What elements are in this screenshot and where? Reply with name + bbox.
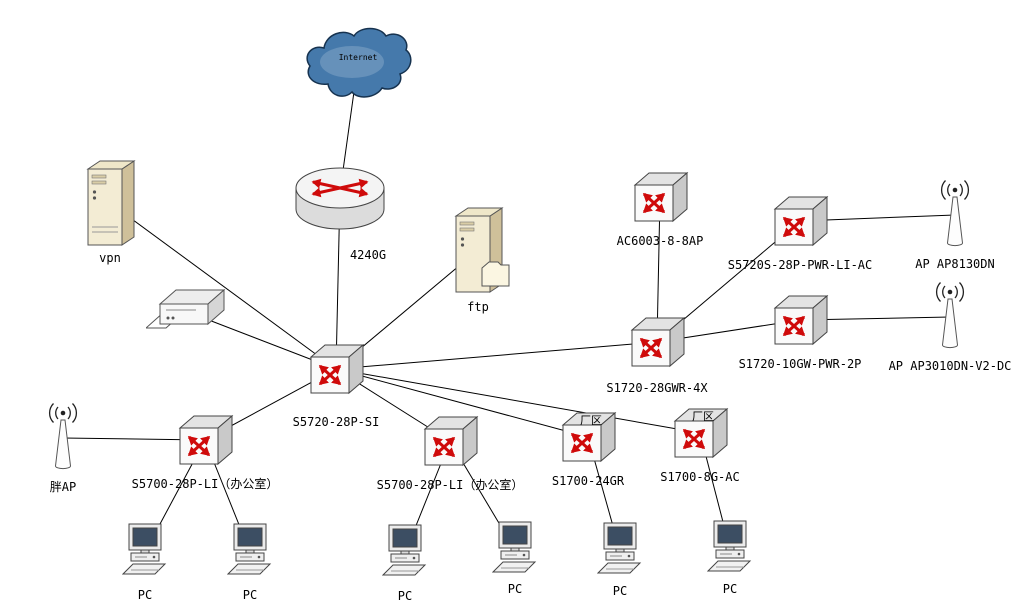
pc-1 (122, 522, 168, 582)
pc-3-label: PC (397, 589, 413, 603)
ap8130dn (933, 177, 977, 253)
s5720-28p-si (306, 341, 366, 397)
server-icon (86, 160, 136, 246)
s1700-8g-ac-area-tag: 厂区 (692, 410, 714, 423)
s5700-28p-li-left-label: S5700-28P-LI（办公室） (131, 477, 279, 491)
pc-icon (597, 522, 642, 574)
s5720s-28p-pwr-li-ac-label: S5720S-28P-PWR-LI-AC (727, 258, 873, 272)
switch-icon (630, 316, 686, 368)
pc-1-label: PC (137, 588, 153, 602)
ac6003-8-8ap-label: AC6003-8-8AP (616, 234, 704, 248)
pc-2-label: PC (242, 588, 258, 602)
s5700-28p-li-mid (420, 413, 480, 469)
s1720-28gwr-4x-label: S1720-28GWR-4X (606, 381, 708, 395)
pc-icon (707, 520, 752, 572)
s1720-10gw-pwr-2p-label: S1720-10GW-PWR-2P (738, 357, 862, 371)
s5700-28p-li-left (175, 412, 235, 468)
s1700-24gr-area-tag: 厂区 (580, 414, 602, 427)
internet (302, 22, 414, 104)
ap3010dn-v2-dc-label: AP AP3010DN-V2-DC (888, 359, 1012, 373)
s1700-24gr-label: S1700-24GR (551, 474, 625, 488)
antenna-icon (936, 282, 964, 349)
pc-4-label: PC (507, 582, 523, 596)
switch-icon (773, 294, 829, 346)
antenna-icon (49, 403, 77, 470)
ap3010dn-v2-dc (928, 279, 972, 355)
edge-s5720-28p-si--s1720-28gwr-4x (335, 341, 658, 370)
pc-icon (382, 524, 427, 576)
switch-icon (178, 414, 234, 466)
ac6003-8-8ap (630, 169, 690, 225)
s1700-24gr (558, 409, 618, 465)
s1720-28gwr-4x (627, 314, 687, 370)
edge-s5720-28p-si--s1700-24gr (335, 368, 589, 438)
router-4240g-label: 4240G (349, 248, 387, 262)
vpn-server (78, 157, 142, 249)
pang-ap-label: 胖AP (49, 480, 77, 494)
router-4240g (294, 152, 386, 232)
s5700-28p-li-mid-label: S5700-28P-LI（办公室） (376, 478, 524, 492)
cloud-icon (306, 27, 412, 98)
s1700-8g-ac (670, 405, 730, 461)
internet-label: Internet (338, 53, 378, 62)
edge-s5720-28p-si--s1700-8g-ac (335, 368, 701, 434)
printer (146, 280, 230, 344)
pc-5-label: PC (612, 584, 628, 598)
s5720-28p-si-label: S5720-28P-SI (292, 415, 380, 429)
pc-6 (707, 519, 753, 579)
vpn-server-label: vpn (99, 251, 121, 265)
ap8130dn-label: AP AP8130DN (915, 257, 995, 271)
pc-2 (227, 522, 273, 582)
antenna-icon (941, 180, 969, 247)
switch-icon (673, 407, 729, 459)
pc-4 (492, 520, 538, 580)
s1700-8g-ac-label: S1700-8G-AC (660, 470, 740, 484)
pc-icon (122, 523, 167, 575)
router-icon (295, 167, 385, 230)
pc-icon (227, 523, 272, 575)
switch-icon (309, 343, 365, 395)
pang-ap (41, 400, 85, 476)
switch-icon (423, 415, 479, 467)
switch-icon (561, 411, 617, 463)
switch-icon (773, 195, 829, 247)
ftp-server-label: ftp (467, 300, 489, 314)
printer-icon (146, 288, 226, 329)
s5720s-28p-pwr-li-ac (770, 193, 830, 249)
edge-vpn-server--s5720-28p-si (109, 202, 337, 370)
pc-icon (492, 521, 537, 573)
s1720-10gw-pwr-2p (770, 292, 830, 348)
switch-icon (633, 171, 689, 223)
ftp-server (446, 204, 510, 296)
server-folder-icon (454, 207, 510, 293)
pc-3 (382, 523, 428, 583)
pc-6-label: PC (722, 582, 738, 596)
pc-5 (597, 521, 643, 581)
